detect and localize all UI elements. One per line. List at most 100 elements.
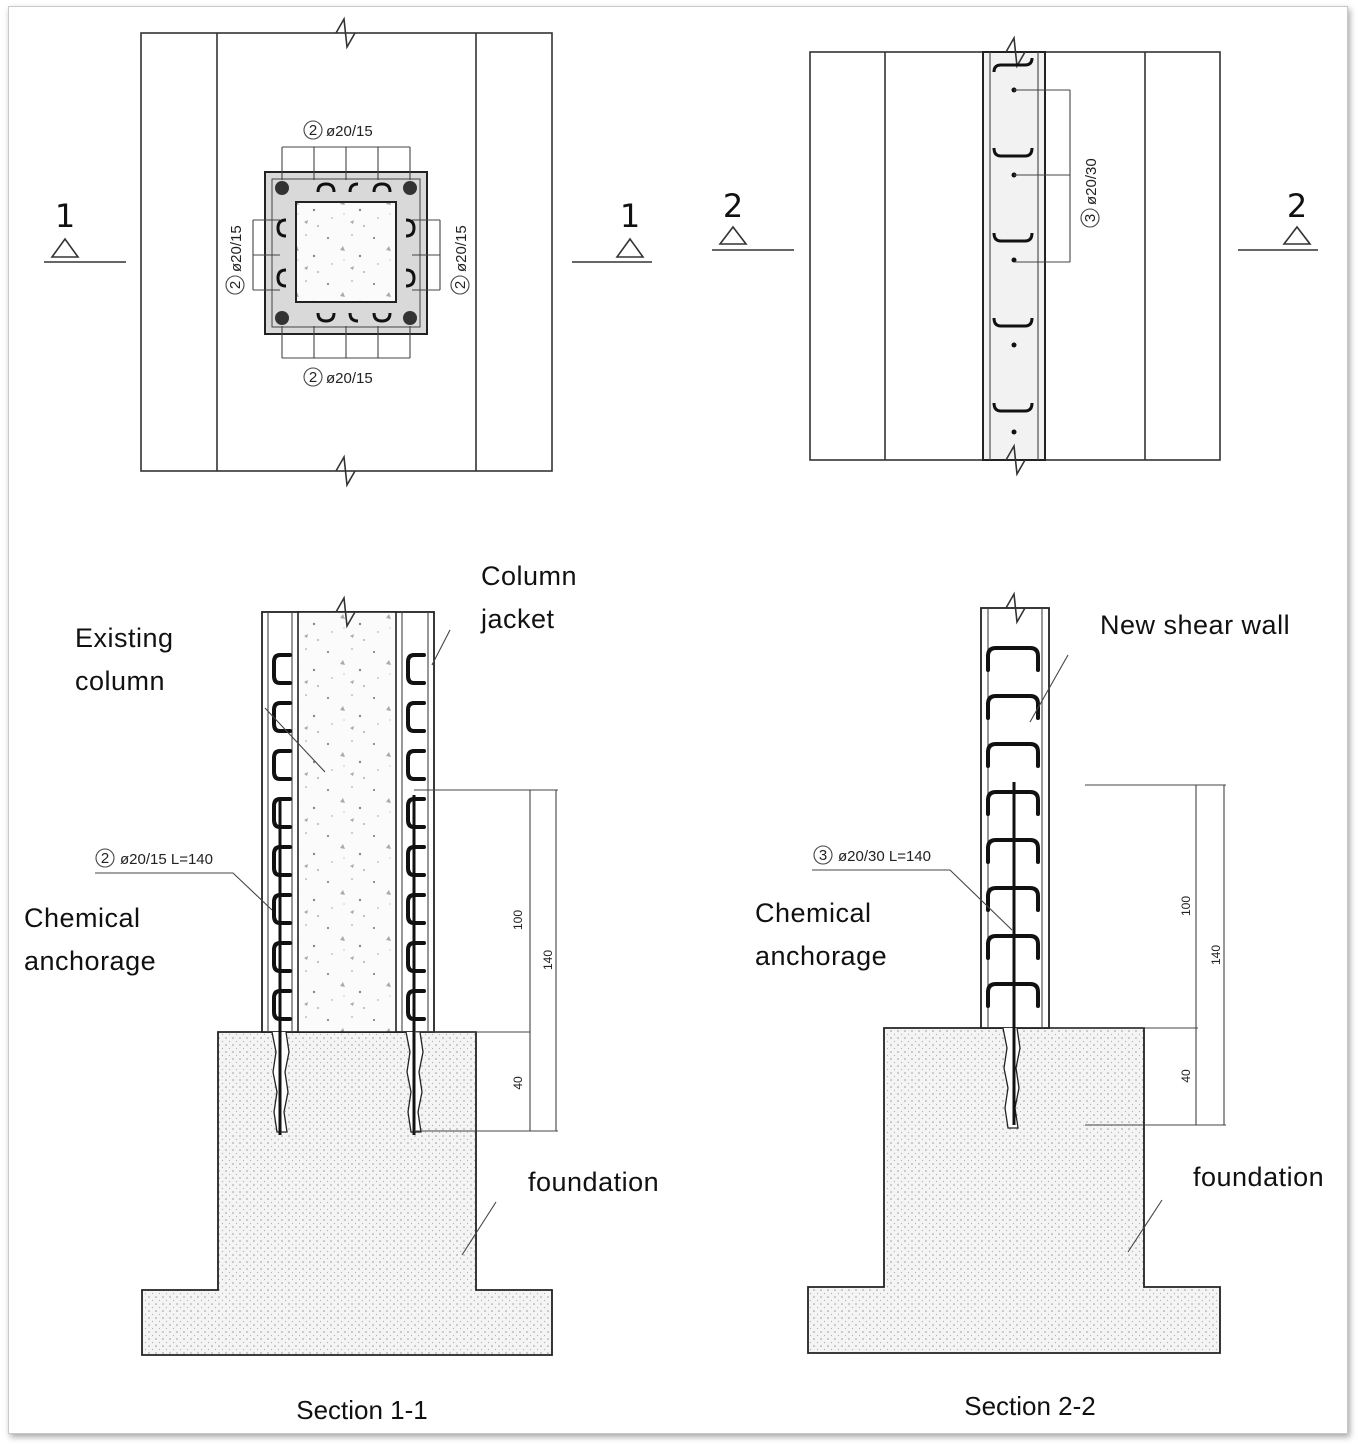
stirrup-hooks xyxy=(272,653,426,1021)
section-arrow xyxy=(615,237,645,258)
rebar-label-bottom: ø20/15 xyxy=(326,370,373,387)
bar-number-circle xyxy=(225,275,245,295)
break-symbol xyxy=(335,16,356,50)
stirrup-hook xyxy=(272,941,292,973)
foundation-label: foundation xyxy=(1193,1162,1324,1192)
section-mark-right: 1 xyxy=(620,197,640,235)
dimension-40: 40 xyxy=(1179,1069,1193,1083)
break-symbol xyxy=(1005,35,1026,69)
section-arrow xyxy=(1282,225,1312,245)
stirrup-hook xyxy=(406,989,426,1021)
chemical-anchorage-label-line1: Chemical xyxy=(755,898,872,928)
chemical-anchors xyxy=(271,795,424,1135)
wall-bars xyxy=(1011,87,1017,435)
new-shear-wall xyxy=(982,51,1046,461)
bar-number: 3 xyxy=(1082,214,1099,222)
plan-2-2: 3 ø20/30 2 2 xyxy=(712,35,1318,477)
break-symbol xyxy=(1005,591,1026,625)
dimension-140: 140 xyxy=(1209,945,1223,965)
section-2-2: 100 140 40 3 ø20/30 L=140 New shear wall… xyxy=(755,591,1324,1421)
bar-number: 2 xyxy=(101,850,109,867)
section-arrow xyxy=(718,225,748,245)
wall-stirrup xyxy=(986,646,1040,672)
chemical-anchorage-label-line2: anchorage xyxy=(755,941,887,971)
break-symbol xyxy=(335,595,356,629)
chemical-anchor xyxy=(1002,782,1021,1129)
rebar-label-top: ø20/15 xyxy=(326,123,373,140)
stirrup-hook xyxy=(272,653,292,685)
wall-hooks xyxy=(992,57,1034,413)
foundation-block xyxy=(141,1031,553,1356)
dimension-40: 40 xyxy=(511,1076,525,1090)
stirrup-hook xyxy=(406,701,426,733)
bar-number: 2 xyxy=(452,281,469,289)
stirrup-hook xyxy=(272,749,292,781)
existing-column-label-line1: Existing xyxy=(75,623,174,653)
wall-outline xyxy=(140,32,553,472)
bar-number-circle xyxy=(1080,208,1100,228)
corner-bar xyxy=(275,311,289,325)
leader-line xyxy=(1127,1199,1163,1253)
bar-number: 2 xyxy=(309,122,317,139)
corner-bar xyxy=(403,181,417,195)
leader-line xyxy=(1029,654,1069,723)
corner-bar xyxy=(275,181,289,195)
column-jacket-label-line2: jacket xyxy=(480,604,555,634)
stirrup-hook xyxy=(272,893,292,925)
dimension-100: 100 xyxy=(511,910,525,930)
section-1-1: 100 140 40 2 ø20/15 L=140 Existing colum… xyxy=(24,561,659,1425)
stirrup-hook xyxy=(272,845,292,877)
stirrup-hook xyxy=(272,989,292,1021)
wall-stirrup xyxy=(986,742,1040,768)
existing-column-label-line2: column xyxy=(75,666,165,696)
stirrup-hook xyxy=(406,941,426,973)
leader-lines xyxy=(252,146,441,359)
break-symbol xyxy=(335,454,356,488)
bar-number-circle xyxy=(450,275,470,295)
stirrup-hook xyxy=(406,845,426,877)
dimension-lines xyxy=(1050,784,1226,1126)
leader-lines xyxy=(1014,89,1071,263)
section-mark-left: 2 xyxy=(723,187,743,225)
dimension-140: 140 xyxy=(541,950,555,970)
section-mark-right: 2 xyxy=(1287,187,1307,225)
stirrup-hook xyxy=(406,893,426,925)
column-jacket-label-line1: Column xyxy=(481,561,577,591)
existing-column-core xyxy=(297,611,397,1033)
bar-number-circle xyxy=(303,367,323,387)
break-symbol xyxy=(1005,443,1026,477)
dimension-lines xyxy=(414,789,558,1132)
anchor-callout: ø20/15 L=140 xyxy=(120,851,213,868)
bar-number-circle xyxy=(303,120,323,140)
existing-column xyxy=(295,201,397,303)
stirrup-hook xyxy=(272,797,292,829)
rebar-label-right: ø20/15 xyxy=(453,225,470,272)
corner-bar xyxy=(403,311,417,325)
section-mark-left: 1 xyxy=(55,197,75,235)
jacket-lines xyxy=(267,612,429,1032)
chemical-anchorage-label-line2: anchorage xyxy=(24,946,156,976)
leader-line xyxy=(812,869,1013,931)
plan-1-1: 2 ø20/15 2 ø20/15 2 ø20/15 2 ø20/15 1 1 xyxy=(44,16,652,488)
rebar-label: ø20/30 xyxy=(1083,158,1100,205)
wall-stirrup xyxy=(986,694,1040,720)
stirrup-hook xyxy=(406,749,426,781)
foundation-label: foundation xyxy=(528,1167,659,1197)
bar-number: 3 xyxy=(819,847,827,864)
stirrup-hook xyxy=(406,653,426,685)
bar-number-circle xyxy=(813,845,833,865)
leader-line xyxy=(95,872,273,911)
anchor-callout: ø20/30 L=140 xyxy=(838,848,931,865)
section-2-caption: Section 2-2 xyxy=(964,1391,1096,1421)
bar-number: 2 xyxy=(309,369,317,386)
chemical-anchorage-label-line1: Chemical xyxy=(24,903,141,933)
new-shear-wall-label: New shear wall xyxy=(1100,610,1290,640)
section-1-caption: Section 1-1 xyxy=(296,1395,428,1425)
stirrup-hook xyxy=(406,797,426,829)
leader-line xyxy=(264,707,326,773)
leader-line xyxy=(461,1201,497,1256)
foundation-block xyxy=(807,1027,1221,1354)
anchor-hooks xyxy=(276,182,416,323)
leader-line xyxy=(431,629,451,666)
